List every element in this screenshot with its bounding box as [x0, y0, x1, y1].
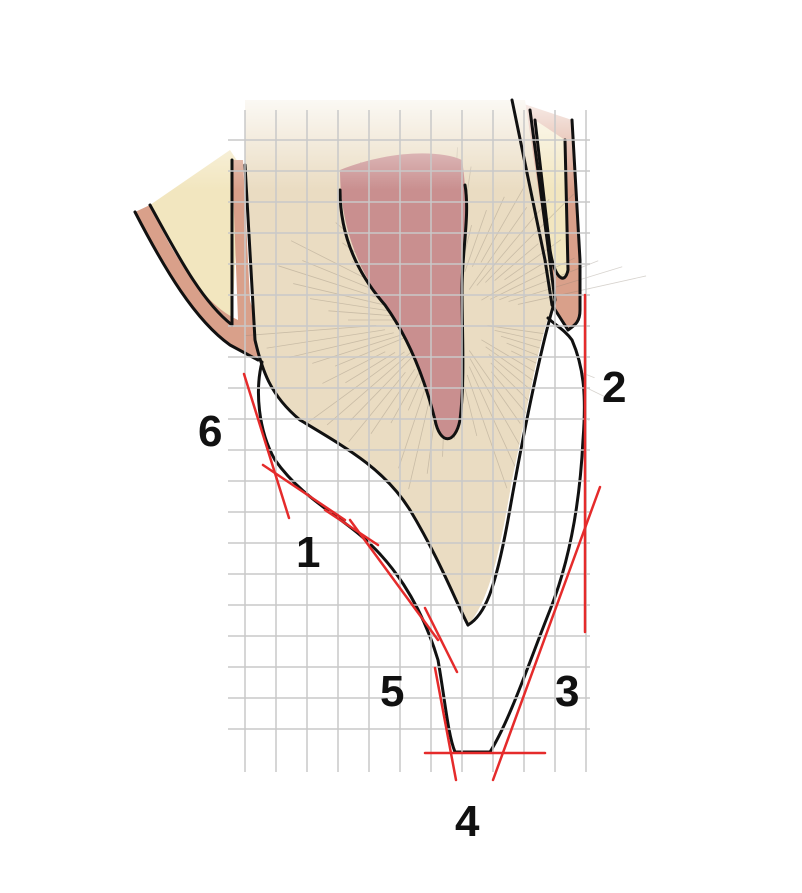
dentin-streak — [476, 199, 550, 286]
dentin-streak — [464, 209, 487, 273]
left-gum — [135, 160, 260, 360]
dentin-streak — [494, 243, 539, 281]
bone-outline-left — [148, 158, 234, 327]
tangent-line-1a — [261, 463, 347, 522]
dentin-streak — [463, 383, 478, 437]
bone-outline-right — [533, 118, 570, 280]
label-4: 4 — [455, 797, 480, 846]
dentin-streak — [370, 368, 416, 434]
tangent-lines — [242, 293, 602, 782]
dentin-streak — [390, 364, 424, 424]
dentin-streak — [485, 193, 574, 283]
label-1: 1 — [296, 528, 320, 577]
left-bone — [150, 150, 240, 325]
dentin-streak — [466, 374, 508, 489]
label-5: 5 — [380, 667, 404, 716]
label-2: 2 — [602, 363, 626, 412]
region-labels: 1 2 3 4 5 6 — [198, 363, 626, 846]
dentin-streak — [471, 196, 505, 267]
dentin-streak — [312, 334, 403, 364]
gum-outline-left — [133, 210, 260, 362]
dentin-streak — [244, 325, 377, 337]
label-3: 3 — [555, 667, 579, 716]
label-6: 6 — [198, 407, 222, 456]
tangent-line-4b — [433, 666, 458, 782]
dentin-streak — [328, 310, 401, 317]
tangent-line-6 — [242, 372, 291, 520]
tangent-line-3 — [491, 485, 602, 782]
dentin-streak — [468, 206, 528, 290]
dentin-streak — [348, 372, 406, 443]
enamel-crown — [258, 318, 585, 752]
dentin-streak — [480, 185, 526, 263]
pulp — [340, 153, 466, 439]
dentin-streak — [487, 325, 547, 335]
dentin-streak — [504, 239, 562, 281]
dentin-streak — [266, 329, 385, 349]
dentin-streak — [334, 334, 412, 367]
tangent-line-1c — [348, 518, 440, 642]
dentin-streak — [350, 346, 422, 421]
dentin-streak — [517, 275, 647, 305]
dentin-streak — [488, 354, 533, 392]
dentin-streak — [301, 351, 405, 428]
dentin-streak — [469, 358, 520, 446]
gum-outline-right — [510, 98, 582, 332]
tangent-line-1b — [323, 508, 380, 547]
tangent-line-5 — [423, 606, 459, 674]
dentin-streak — [278, 265, 381, 299]
dentin-streak — [309, 298, 393, 312]
